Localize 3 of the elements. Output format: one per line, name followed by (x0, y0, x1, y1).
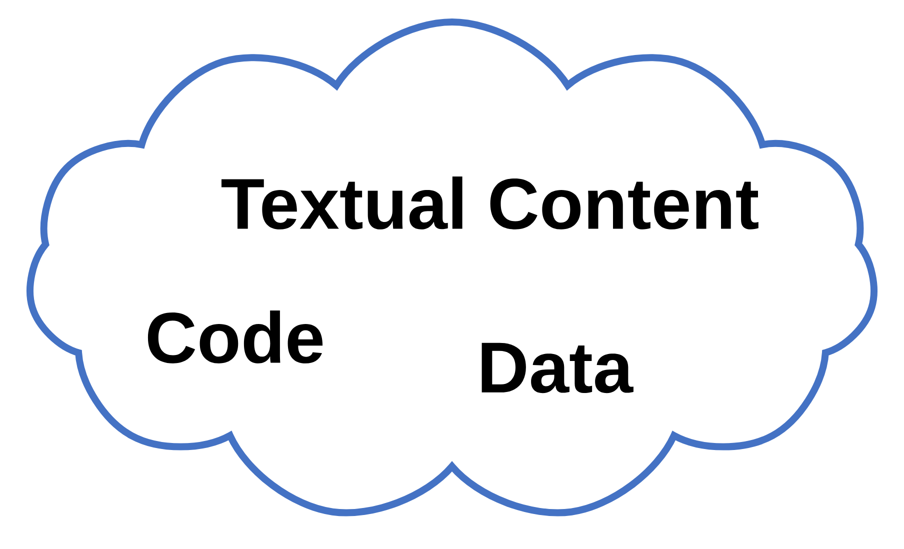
cloud-text: Code (148, 310, 323, 364)
cloud-text: Textual Content (222, 176, 758, 230)
cloud-text: Data (482, 342, 634, 394)
